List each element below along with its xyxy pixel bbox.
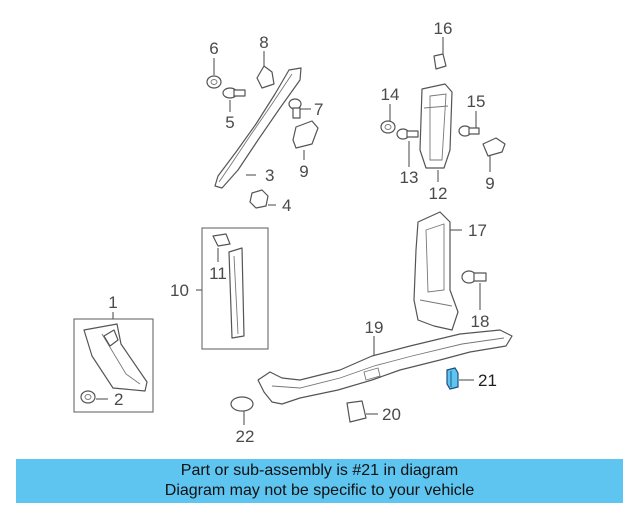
callout-17: 17 [468,221,487,240]
callout-14: 14 [381,85,400,104]
callout-9-right: 9 [485,174,494,193]
callout-3: 3 [265,166,274,185]
part-12-b-pillar-upper [419,83,453,169]
part-14-grommet [380,120,396,134]
callout-13: 13 [400,168,419,187]
callout-20: 20 [382,405,401,424]
part-15-bolt [458,125,480,137]
info-banner: Part or sub-assembly is #21 in diagram D… [16,459,623,503]
callout-22: 22 [236,427,255,446]
callout-18: 18 [471,312,490,331]
callout-2: 2 [114,390,123,409]
banner-line-1: Part or sub-assembly is #21 in diagram [180,462,459,479]
part-21-clip-highlighted [446,367,459,390]
part-4-clip [249,189,269,209]
part-3-a-pillar-trim [214,67,302,189]
part-9-pad-left [292,120,319,149]
banner-line-2: Diagram may not be specific to your vehi… [164,482,475,499]
part-19-sill-plate [257,329,513,405]
callout-9-left: 9 [299,162,308,181]
part-5-bolt [222,87,246,99]
callout-19: 19 [365,318,384,337]
callout-8: 8 [259,33,268,52]
callout-4: 4 [282,196,291,215]
callout-11: 11 [209,264,227,283]
part-10-group [201,227,269,350]
callout-12: 12 [429,184,448,203]
part-7-clip [288,98,302,119]
leader-lines [96,37,491,425]
callout-1: 1 [108,293,117,312]
part-8-clip [256,65,275,89]
part-13-bolt [396,128,419,140]
callout-10: 10 [170,281,189,300]
callout-15: 15 [467,92,486,111]
part-6-grommet [206,75,222,89]
part-18-bolt [461,270,487,284]
part-16-clip [433,53,447,70]
part-9-pad-right [482,137,506,157]
callout-7: 7 [314,100,323,119]
part-17-b-pillar-lower [413,211,459,331]
part-22-pad [230,396,254,412]
callout-16: 16 [434,19,453,38]
part-20-clip [346,400,367,423]
callout-5: 5 [225,113,234,132]
callout-labels: 6 8 5 7 9 3 4 10 11 1 2 16 14 13 12 15 9… [108,19,497,446]
callout-6: 6 [209,39,218,58]
callout-21: 21 [478,371,497,390]
